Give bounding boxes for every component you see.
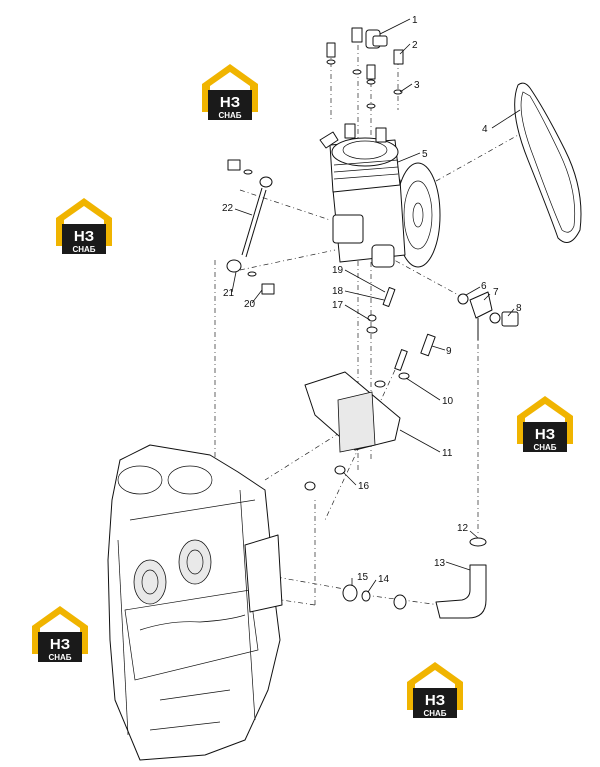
svg-text:СНАБ: СНАБ	[423, 709, 446, 718]
watermark-logo: НЗ СНАБ	[407, 662, 463, 718]
svg-text:НЗ: НЗ	[220, 94, 240, 111]
part-label-7: 7	[493, 287, 499, 298]
part-label-21: 21	[223, 288, 235, 299]
banjo-fitting	[457, 291, 519, 340]
drive-belt	[514, 82, 582, 243]
svg-text:НЗ: НЗ	[74, 228, 94, 245]
top-fittings	[326, 27, 404, 109]
watermark-logo: НЗ СНАБ	[56, 198, 112, 254]
part-label-9: 9	[446, 346, 452, 357]
svg-text:СНАБ: СНАБ	[48, 653, 71, 662]
part-label-4: 4	[482, 124, 488, 135]
pipe-assembly	[342, 537, 487, 619]
part-label-2: 2	[412, 40, 418, 51]
tension-rod	[226, 159, 275, 295]
part-label-22: 22	[222, 203, 234, 214]
engine-block	[107, 444, 283, 761]
part-label-17: 17	[332, 300, 344, 311]
part-label-18: 18	[332, 286, 344, 297]
svg-text:НЗ: НЗ	[425, 692, 445, 709]
part-label-20: 20	[244, 299, 256, 310]
part-label-5: 5	[422, 149, 428, 160]
part-labels: 1 2 3 4 5 6 7 8 9 10 11 12 13 14 15 16 1…	[222, 15, 522, 585]
part-label-16: 16	[358, 481, 370, 492]
part-label-3: 3	[414, 80, 420, 91]
part-label-14: 14	[378, 574, 390, 585]
svg-text:СНАБ: СНАБ	[72, 245, 95, 254]
watermark-logo: НЗ СНАБ	[32, 606, 88, 662]
part-label-13: 13	[434, 558, 446, 569]
compressor-assembly	[319, 123, 441, 268]
part-label-8: 8	[516, 303, 522, 314]
svg-text:СНАБ: СНАБ	[533, 443, 556, 452]
part-label-15: 15	[357, 572, 369, 583]
svg-text:НЗ: НЗ	[535, 426, 555, 443]
watermark-logo: НЗ СНАБ	[517, 396, 573, 452]
svg-text:НЗ: НЗ	[50, 636, 70, 653]
svg-text:СНАБ: СНАБ	[218, 111, 241, 120]
watermark-logo: НЗ СНАБ	[202, 64, 258, 120]
part-label-12: 12	[457, 523, 469, 534]
part-label-1: 1	[412, 15, 418, 26]
part-label-19: 19	[332, 265, 344, 276]
part-label-11: 11	[442, 448, 453, 459]
part-label-6: 6	[481, 281, 487, 292]
mounting-bracket	[304, 287, 436, 491]
leader-lines	[231, 18, 521, 593]
part-label-10: 10	[442, 396, 454, 407]
